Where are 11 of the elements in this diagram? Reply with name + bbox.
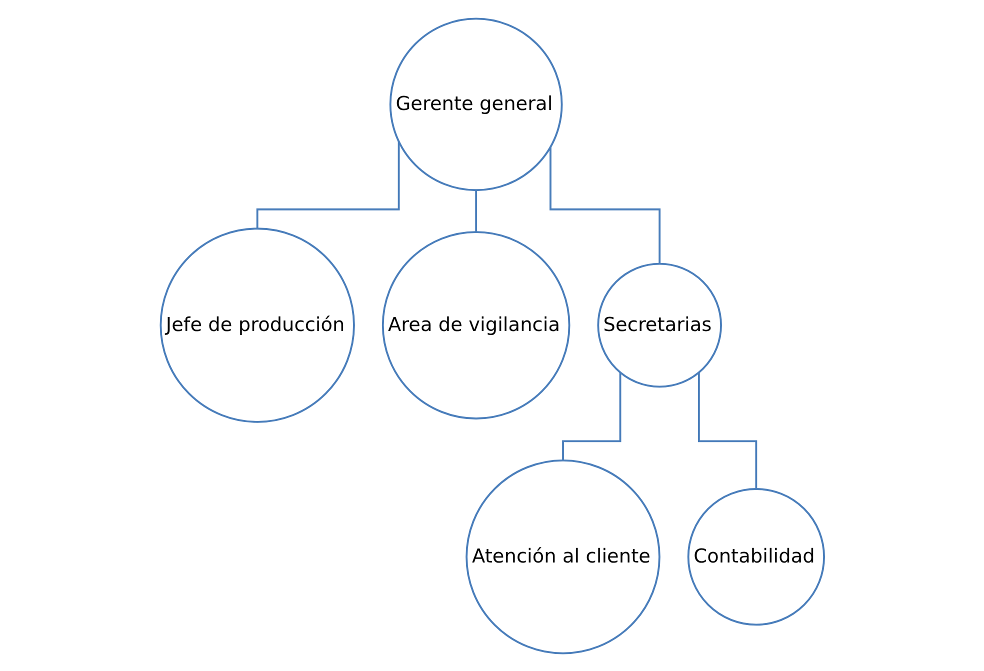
node-circle: Secretarias <box>596 262 722 388</box>
connector <box>256 141 400 230</box>
connector <box>562 372 621 461</box>
node-circle: Area de vigilancia <box>382 230 570 419</box>
node-circle: Atención al cliente <box>465 458 660 654</box>
connector <box>474 190 477 233</box>
node-circle: Gerente general <box>389 17 562 191</box>
connector <box>549 146 660 264</box>
connector <box>698 372 757 490</box>
node-circle: Contabilidad <box>687 488 825 626</box>
node-circle: Jefe de producción <box>159 227 355 422</box>
